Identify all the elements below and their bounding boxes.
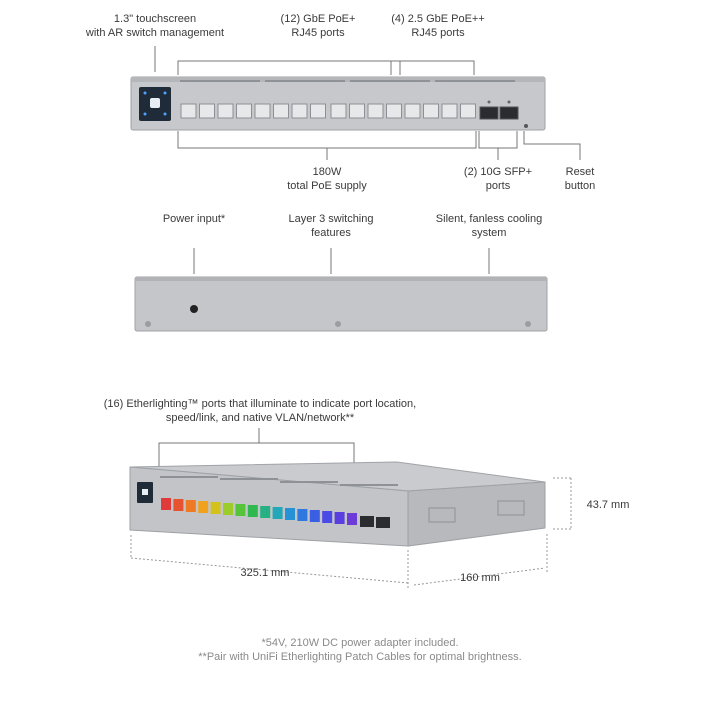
callout-sfp-line2: ports: [485, 180, 511, 192]
callout-sfp-line1: (2) 10G SFP+: [463, 166, 533, 178]
callout-poe-supply-line1: 180W: [312, 166, 342, 178]
rj45-port: [404, 103, 421, 119]
sfp-ports-front: [479, 100, 519, 120]
rj45-port: [236, 103, 252, 119]
etherlighting-port: [334, 512, 345, 524]
etherlighting-port: [347, 513, 357, 525]
callout-lines-iso: [158, 428, 355, 470]
rj45-port: [199, 103, 215, 119]
callout-reset-line1: Reset: [565, 166, 595, 178]
etherlighting-port: [210, 502, 221, 514]
footnote-patch-cables: **Pair with UniFi Etherlighting Patch Ca…: [198, 651, 522, 663]
rj45-port: [441, 103, 458, 119]
rj45-port: [291, 103, 308, 119]
rj45-port: [310, 103, 326, 119]
etherlighting-port-group: [161, 498, 357, 525]
callout-poe-supply-line2: total PoE supply: [287, 180, 367, 192]
etherlighting-port: [198, 501, 209, 513]
callout-cooling-line2: system: [471, 227, 507, 239]
callout-lines-rear: [193, 248, 490, 274]
etherlighting-port: [173, 499, 184, 511]
callout-poe-plus-plus: (4) 2.5 GbE PoE++ RJ45 ports: [378, 12, 498, 40]
rj45-port: [460, 103, 476, 119]
power-input-port: [190, 305, 198, 313]
rj45-port: [180, 103, 197, 119]
callout-gbe-poe-line2: RJ45 ports: [291, 27, 345, 39]
etherlighting-port: [272, 507, 283, 519]
switch-rear-chassis: [134, 276, 548, 332]
rj45-port-group-front: [180, 103, 476, 119]
callout-cooling-line1: Silent, fanless cooling: [435, 213, 543, 225]
callout-layer3-line2: features: [311, 227, 351, 239]
callout-poe-plus-plus-line2: RJ45 ports: [411, 27, 465, 39]
etherlighting-port: [309, 510, 320, 522]
callout-gbe-poe-line1: (12) GbE PoE+: [280, 13, 356, 25]
callout-layer3-line1: Layer 3 switching: [288, 213, 374, 225]
callout-power-input-line1: Power input*: [162, 213, 226, 225]
rj45-port: [349, 103, 365, 119]
sfp-ports-iso: [360, 516, 390, 528]
callout-sfp: (2) 10G SFP+ ports: [448, 165, 548, 193]
callout-etherlighting: (16) Etherlighting™ ports that illuminat…: [90, 397, 430, 425]
callout-poe-supply: 180W total PoE supply: [267, 165, 387, 193]
callout-layer3: Layer 3 switching features: [266, 212, 396, 240]
rj45-port: [254, 103, 271, 119]
dimension-depth: 160 mm: [460, 572, 500, 584]
dimension-width: 325.1 mm: [240, 567, 290, 579]
reset-button: [524, 124, 528, 128]
etherlighting-port: [285, 508, 295, 520]
callout-lines-front: [154, 46, 581, 160]
etherlighting-port: [161, 498, 171, 510]
callout-touchscreen-line2: with AR switch management: [85, 27, 225, 39]
rj45-port: [386, 103, 402, 119]
rj45-port: [330, 103, 347, 119]
etherlighting-port: [223, 503, 233, 515]
etherlighting-port: [297, 509, 308, 521]
etherlighting-port: [322, 511, 333, 523]
callout-power-input: Power input*: [134, 212, 254, 226]
rj45-port: [217, 103, 234, 119]
etherlighting-port: [185, 500, 196, 512]
rj45-port: [367, 103, 384, 119]
callout-poe-plus-plus-line1: (4) 2.5 GbE PoE++: [391, 13, 485, 25]
rj45-port: [273, 103, 289, 119]
touchscreen-display: [139, 87, 171, 121]
callout-reset: Reset button: [550, 165, 610, 193]
callout-reset-line2: button: [564, 180, 596, 192]
touchscreen-display-iso: [137, 482, 153, 503]
dimension-height: 43.7 mm: [586, 499, 630, 511]
callout-etherlighting-line2: speed/link, and native VLAN/network**: [165, 412, 355, 424]
etherlighting-port: [260, 506, 271, 518]
callout-etherlighting-line1: (16) Etherlighting™ ports that illuminat…: [103, 398, 417, 410]
rj45-port: [423, 103, 439, 119]
callout-cooling: Silent, fanless cooling system: [419, 212, 559, 240]
callout-gbe-poe: (12) GbE PoE+ RJ45 ports: [258, 12, 378, 40]
footnote-power-adapter: *54V, 210W DC power adapter included.: [261, 637, 459, 649]
etherlighting-port: [235, 504, 246, 516]
etherlighting-port: [247, 505, 258, 517]
callout-touchscreen: 1.3" touchscreen with AR switch manageme…: [70, 12, 240, 40]
dimension-lines: [130, 477, 572, 588]
callout-touchscreen-line1: 1.3" touchscreen: [113, 13, 197, 25]
